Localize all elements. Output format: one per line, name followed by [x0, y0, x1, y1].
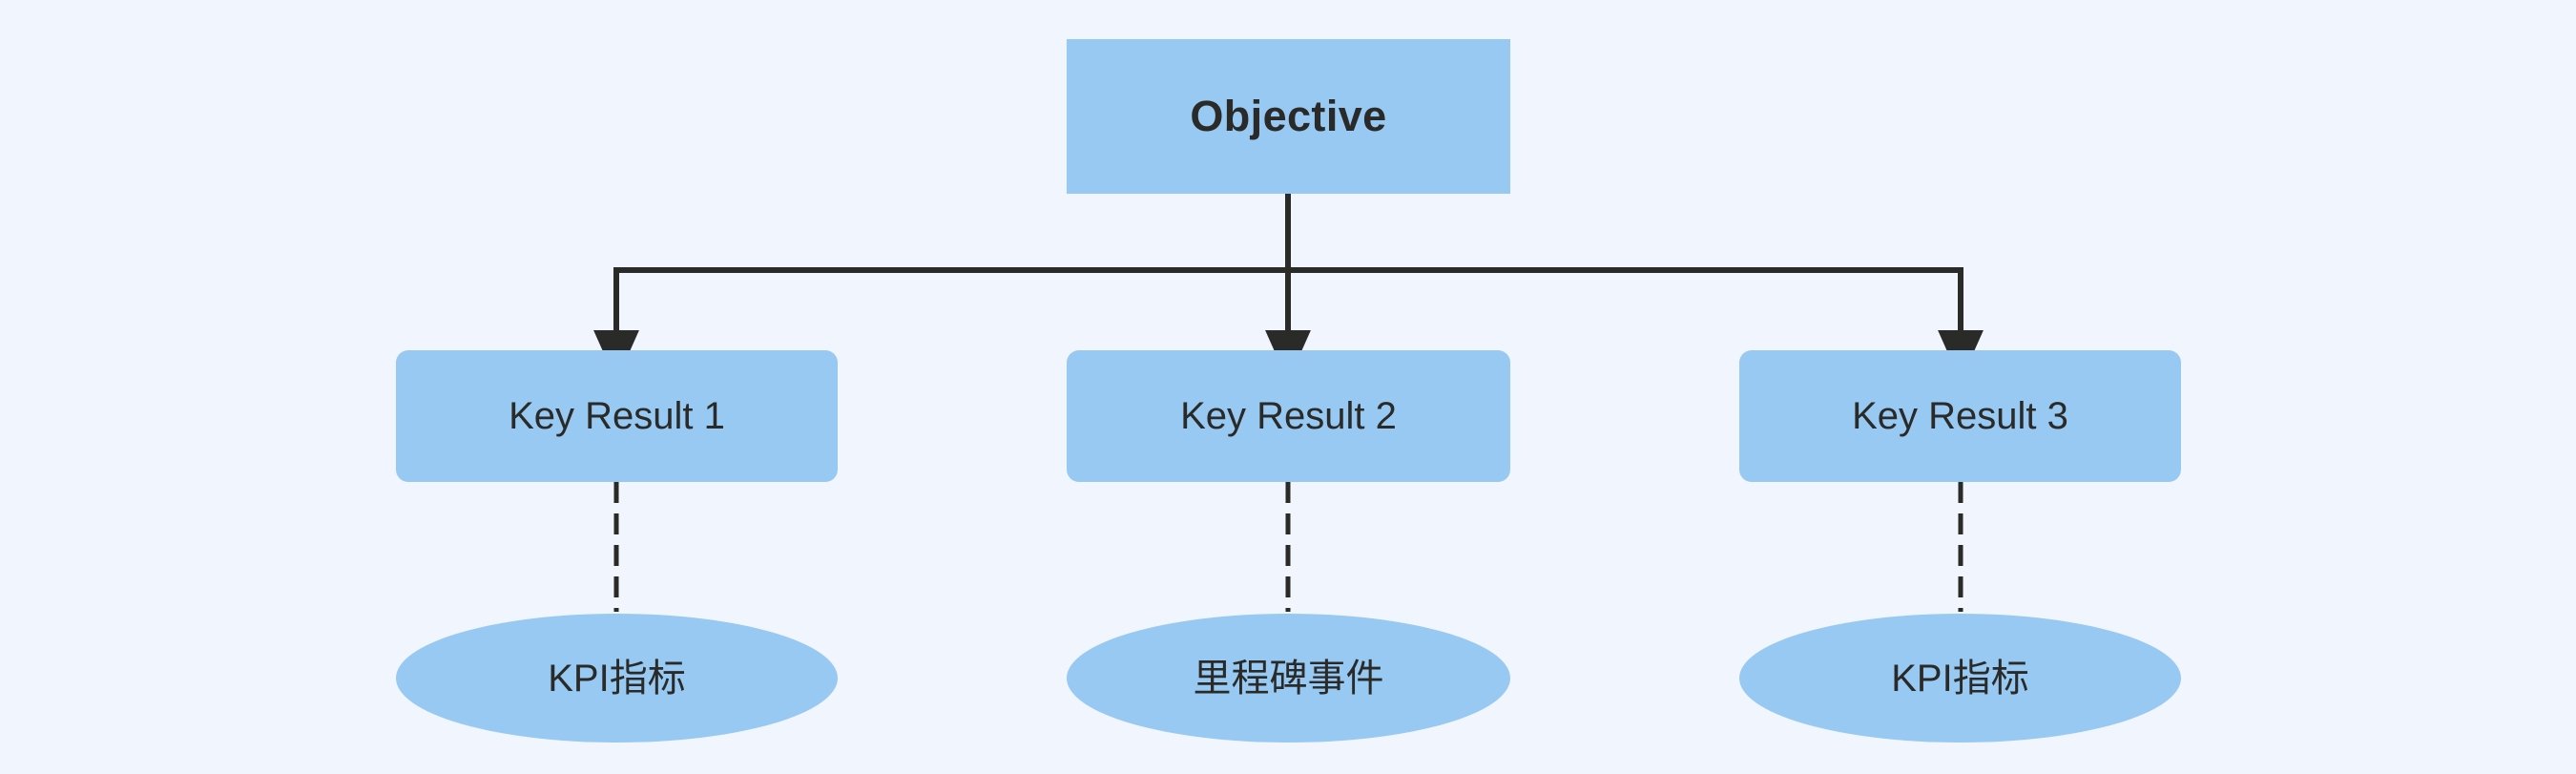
node-key-result-3-label: Key Result 3	[1852, 395, 2068, 437]
node-key-result-1-label: Key Result 1	[509, 395, 725, 437]
node-measure-3-label: KPI指标	[1891, 657, 2029, 700]
node-objective[interactable]: Objective	[1067, 39, 1510, 194]
node-key-result-2[interactable]: Key Result 2	[1067, 350, 1510, 482]
node-measure-3[interactable]: KPI指标	[1739, 614, 2181, 743]
node-key-result-3[interactable]: Key Result 3	[1739, 350, 2181, 482]
node-objective-label: Objective	[1190, 92, 1387, 141]
node-key-result-1[interactable]: Key Result 1	[396, 350, 838, 482]
node-measure-1-label: KPI指标	[548, 657, 686, 700]
node-key-result-2-label: Key Result 2	[1180, 395, 1397, 437]
node-measure-2[interactable]: 里程碑事件	[1067, 614, 1510, 743]
node-measure-2-label: 里程碑事件	[1193, 657, 1384, 700]
node-measure-1[interactable]: KPI指标	[396, 614, 838, 743]
